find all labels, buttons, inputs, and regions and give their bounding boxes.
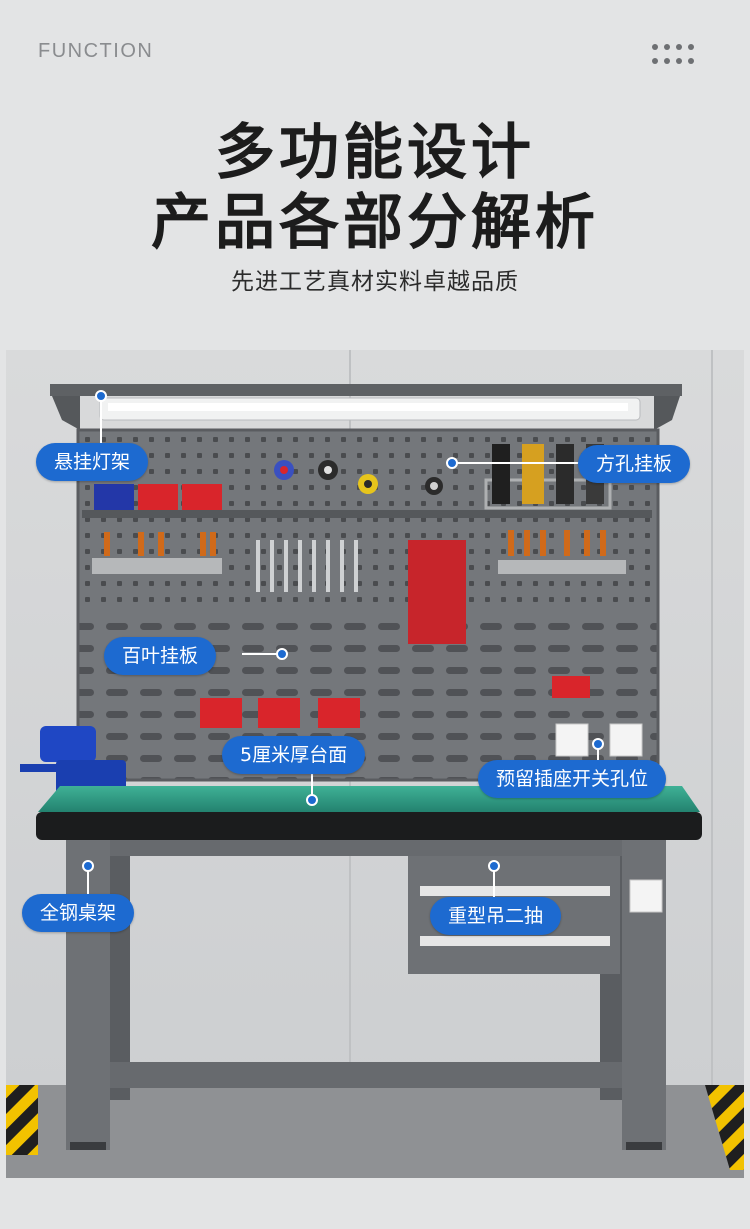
callout-light-rack: 悬挂灯架 bbox=[36, 443, 149, 481]
socket-rack bbox=[408, 540, 466, 644]
hazard-stripe-right bbox=[705, 1085, 744, 1170]
light-canopy bbox=[50, 384, 682, 396]
menu-dots-icon[interactable] bbox=[652, 44, 694, 68]
title-line-1: 多功能设计 bbox=[215, 118, 535, 188]
callout-socket-switch-holes: 预留插座开关孔位 bbox=[478, 760, 667, 798]
callout-square-hole-panel: 方孔挂板 bbox=[578, 445, 691, 483]
side-socket bbox=[629, 879, 663, 913]
callout-tabletop: 5厘米厚台面 bbox=[222, 736, 366, 774]
callout-steel-frame: 全钢桌架 bbox=[22, 894, 135, 932]
socket-plate bbox=[555, 723, 589, 757]
subtitle: 先进工艺真材实料卓越品质 bbox=[231, 269, 519, 295]
hazard-stripe-left bbox=[6, 1085, 38, 1155]
floor bbox=[6, 1085, 744, 1178]
callout-louver-panel: 百叶挂板 bbox=[104, 637, 217, 675]
frame-beam bbox=[110, 840, 622, 856]
bin-shelf bbox=[82, 510, 652, 518]
callout-drawers: 重型吊二抽 bbox=[430, 897, 562, 935]
switch-plate bbox=[609, 723, 643, 757]
title-line-2: 产品各部分解析 bbox=[151, 188, 599, 258]
section-label: FUNCTION bbox=[38, 40, 154, 62]
